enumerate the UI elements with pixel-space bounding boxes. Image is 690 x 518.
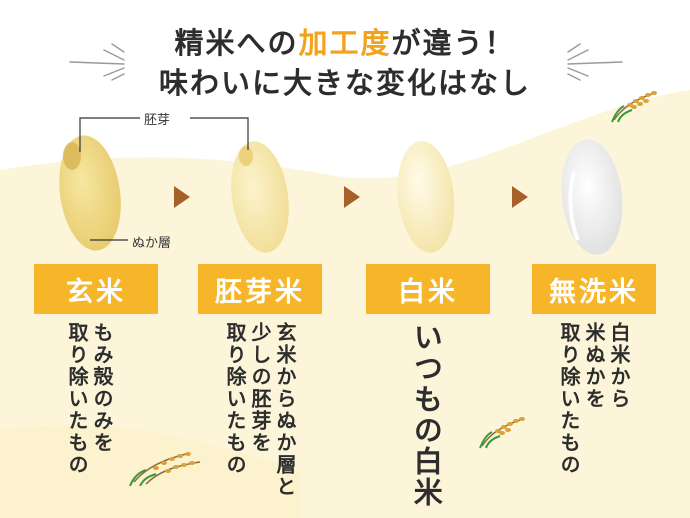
- annotation-lines: [79, 117, 249, 241]
- desc-white-rice: いつもの白米: [408, 322, 444, 508]
- germ-rice-grain: [231, 141, 289, 253]
- title-highlight: 加工度: [298, 26, 392, 60]
- desc-line: 取り除いたもの: [223, 322, 247, 476]
- germ-label: 胚芽: [144, 113, 171, 128]
- label-white-rice: 白米: [366, 264, 490, 314]
- desc-line: 取り除いたもの: [65, 322, 89, 476]
- desc-wash-free-rice: 白米から 米ぬかを 取り除いたもの: [556, 322, 631, 476]
- desc-line: 玄米からぬか層と: [273, 322, 297, 498]
- desc-line: もみ殻のみを: [90, 322, 114, 454]
- bran-layer-label: ぬか層: [132, 236, 172, 251]
- label-wash-free-rice: 無洗米: [532, 264, 656, 314]
- arrow-right-icon: [174, 186, 190, 208]
- wash-free-rice-grain: [561, 139, 623, 255]
- rice-plant-icon: [479, 417, 525, 449]
- sparkle-lines-icon: [69, 43, 125, 81]
- desc-line: 白米から: [607, 322, 631, 410]
- desc-brown-rice: もみ殻のみを 取り除いたもの: [64, 322, 114, 476]
- desc-germ-rice: 玄米からぬか層と 少しの胚芽を 取り除いたもの: [222, 322, 297, 498]
- sparkle-lines-icon: [567, 43, 623, 81]
- white-rice-grain: [397, 141, 455, 253]
- arrow-right-icon: [512, 186, 528, 208]
- brown-rice-grain: [59, 135, 121, 251]
- desc-line: いつもの白米: [409, 322, 444, 508]
- rice-plant-icon: [129, 452, 201, 486]
- title-line-2: 味わいに大きな変化はなし: [158, 66, 531, 100]
- desc-line: 取り除いたもの: [557, 322, 581, 476]
- title-line-1: 精米への加工度が違う！: [174, 26, 516, 60]
- label-germ-rice: 胚芽米: [198, 264, 322, 314]
- desc-line: 米ぬかを: [582, 322, 606, 410]
- rice-plant-icon: [611, 91, 657, 123]
- desc-line: 少しの胚芽を: [248, 322, 272, 454]
- label-brown-rice: 玄米: [34, 264, 158, 314]
- arrow-right-icon: [344, 186, 360, 208]
